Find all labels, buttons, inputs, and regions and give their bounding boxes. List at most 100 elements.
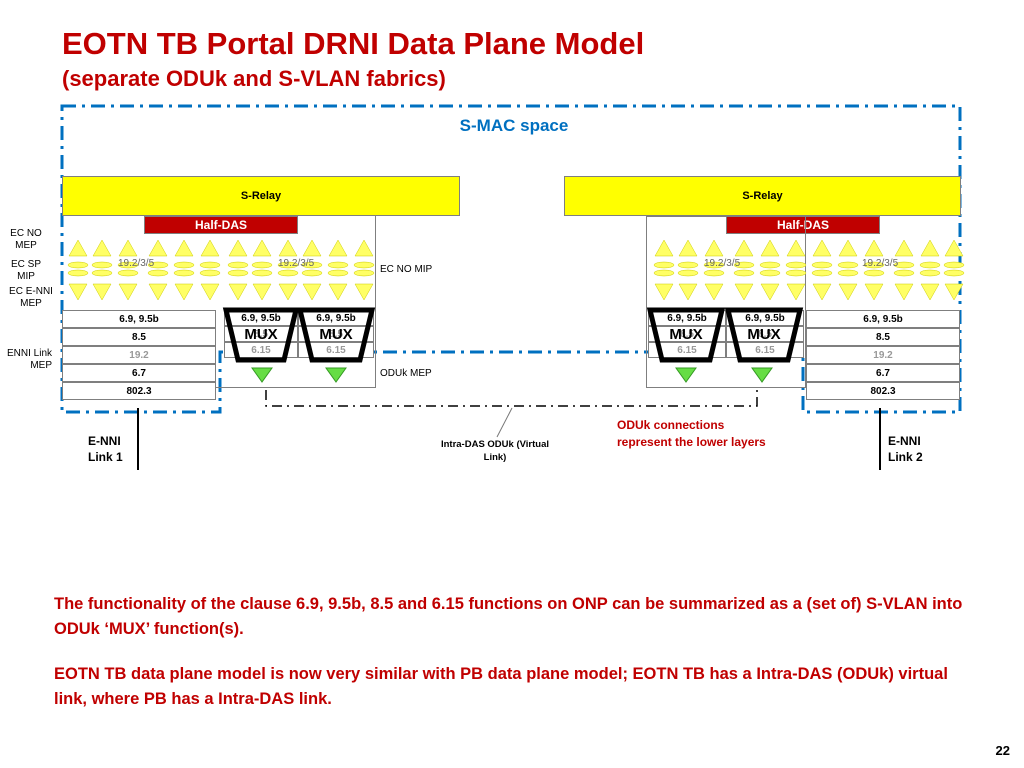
enni-left-row-1: 6.9, 9.5b bbox=[62, 310, 216, 328]
label-oduk-mep: ODUk MEP bbox=[380, 368, 432, 379]
mux-stack-4: 6.9, 9.5b 8.5 6.15 bbox=[726, 310, 804, 358]
ec-sp-mip-ellipse bbox=[91, 269, 113, 277]
ec-sp-mip-ellipse bbox=[703, 269, 725, 277]
mux-shape-1 bbox=[222, 307, 300, 363]
ec-sp-mip-ellipse bbox=[117, 261, 139, 269]
page-subtitle: (separate ODUk and S-VLAN fabrics) bbox=[62, 66, 446, 91]
ec-enni-mep-triangle bbox=[760, 283, 780, 301]
mux-stack-2: 6.9, 9.5b 8.5 6.15 bbox=[298, 310, 374, 358]
ec-enni-mep-triangle bbox=[864, 283, 884, 301]
ec-no-mep-triangle bbox=[760, 239, 780, 257]
ec-enni-mep-triangle bbox=[786, 283, 806, 301]
enni-left-row-5: 802.3 bbox=[62, 382, 216, 400]
ec-sp-mip-ellipse bbox=[227, 261, 249, 269]
ec-no-mep-triangle bbox=[920, 239, 940, 257]
ec-enni-mep-triangle bbox=[678, 283, 698, 301]
ec-sp-mip-ellipse bbox=[173, 261, 195, 269]
ec-sp-mip-ellipse bbox=[837, 261, 859, 269]
ec-enni-mep-triangle bbox=[92, 283, 112, 301]
enni-right-row-4: 6.7 bbox=[806, 364, 960, 382]
s-relay-left: S-Relay bbox=[62, 176, 460, 216]
ec-enni-mep-triangle bbox=[228, 283, 248, 301]
enni-right-row-1: 6.9, 9.5b bbox=[806, 310, 960, 328]
ec-sp-mip-ellipse bbox=[327, 269, 349, 277]
mux-stack-1: 6.9, 9.5b 8.5 6.15 bbox=[224, 310, 298, 358]
enni-right-row-5: 802.3 bbox=[806, 382, 960, 400]
ec-enni-mep-triangle bbox=[252, 283, 272, 301]
ec-no-mep-triangle bbox=[68, 239, 88, 257]
smac-space-label: S-MAC space bbox=[459, 116, 569, 135]
ec-enni-mep-triangle bbox=[302, 283, 322, 301]
ec-no-mep-triangle bbox=[252, 239, 272, 257]
ec-no-mep-triangle bbox=[944, 239, 964, 257]
left-node-outline bbox=[62, 216, 376, 388]
half-das-left-label: Half-DAS bbox=[194, 218, 247, 232]
ec-sp-mip-ellipse bbox=[863, 269, 885, 277]
ec-no-mep-triangle bbox=[278, 239, 298, 257]
ec-enni-mep-triangle bbox=[920, 283, 940, 301]
ec-enni-mep-triangle bbox=[812, 283, 832, 301]
ec-sp-mip-ellipse bbox=[653, 261, 675, 269]
ec-no-mep-triangle bbox=[654, 239, 674, 257]
ec-sp-mip-ellipse bbox=[677, 261, 699, 269]
ec-sp-mip-ellipse bbox=[301, 269, 323, 277]
ec-sp-mip-ellipse bbox=[837, 269, 859, 277]
ec-sp-mip-ellipse bbox=[759, 261, 781, 269]
enni-left-row-3: 19.2 bbox=[62, 346, 216, 364]
label-ec-sp-mip: EC SP MIP bbox=[10, 259, 41, 282]
ec-no-mep-triangle bbox=[148, 239, 168, 257]
ec-sp-mip-ellipse bbox=[733, 269, 755, 277]
ec-sp-mip-ellipse bbox=[117, 269, 139, 277]
ec-no-mep-triangle bbox=[838, 239, 858, 257]
intra-das-label: Intra-DAS ODUk (Virtual Link) bbox=[440, 439, 550, 463]
mux2-row-2: 8.5 bbox=[298, 326, 374, 342]
ec-sp-mip-ellipse bbox=[173, 269, 195, 277]
mux-stack-3: 6.9, 9.5b 8.5 6.15 bbox=[648, 310, 726, 358]
clause-overlay-3: 19.2/3/5 bbox=[704, 258, 741, 269]
ec-no-mep-triangle bbox=[678, 239, 698, 257]
ec-sp-mip-ellipse bbox=[919, 261, 941, 269]
clause-overlay-4: 19.2/3/5 bbox=[862, 258, 899, 269]
ec-no-mep-triangle bbox=[704, 239, 724, 257]
ec-no-mep-triangle bbox=[786, 239, 806, 257]
ec-no-mep-triangle bbox=[864, 239, 884, 257]
oduk-note: ODUk connections represent the lower lay… bbox=[617, 418, 766, 449]
ec-no-mep-triangle bbox=[92, 239, 112, 257]
body-paragraph-1: The functionality of the clause 6.9, 9.5… bbox=[54, 595, 963, 638]
ec-no-mep-triangle bbox=[302, 239, 322, 257]
label-ec-enni-mep: EC E-NNI MEP bbox=[9, 286, 53, 309]
ec-enni-mep-triangle bbox=[354, 283, 374, 301]
ec-sp-mip-ellipse bbox=[811, 269, 833, 277]
ec-enni-mep-triangle bbox=[894, 283, 914, 301]
ec-no-mep-triangle bbox=[228, 239, 248, 257]
mux4-row-2: 8.5 bbox=[726, 326, 804, 342]
ec-sp-mip-ellipse bbox=[251, 269, 273, 277]
clause-overlay-2: 19.2/3/5 bbox=[278, 258, 315, 269]
ec-sp-mip-ellipse bbox=[199, 269, 221, 277]
ec-sp-mip-ellipse bbox=[943, 269, 965, 277]
enni-right-row-2: 8.5 bbox=[806, 328, 960, 346]
ec-sp-mip-ellipse bbox=[893, 261, 915, 269]
ec-enni-mep-triangle bbox=[200, 283, 220, 301]
clause-overlay-1: 19.2/3/5 bbox=[118, 258, 155, 269]
ec-enni-mep-triangle bbox=[734, 283, 754, 301]
ec-enni-mep-triangle bbox=[944, 283, 964, 301]
mux-label-2: MUX bbox=[319, 326, 353, 343]
mux-label-3: MUX bbox=[669, 326, 703, 343]
label-ec-no-mip: EC NO MIP bbox=[380, 264, 433, 275]
ec-sp-mip-ellipse bbox=[353, 261, 375, 269]
mux-shape-2 bbox=[296, 307, 376, 363]
half-das-right-label: Half-DAS bbox=[776, 218, 829, 232]
ec-sp-mip-ellipse bbox=[811, 261, 833, 269]
ec-sp-mip-ellipse bbox=[353, 269, 375, 277]
label-enni-link-mep: ENNI Link MEP bbox=[6, 348, 52, 371]
enni-link-1-label: E-NNI Link 1 bbox=[88, 434, 123, 464]
ec-enni-mep-triangle bbox=[838, 283, 858, 301]
ec-sp-mip-ellipse bbox=[199, 261, 221, 269]
ec-sp-mip-ellipse bbox=[943, 261, 965, 269]
enni-link-2-label: E-NNI Link 2 bbox=[888, 434, 923, 464]
oduk-mep-triangle-3 bbox=[675, 367, 697, 383]
ec-no-mep-triangle bbox=[174, 239, 194, 257]
ec-no-mep-triangle bbox=[328, 239, 348, 257]
mux-label-4: MUX bbox=[747, 326, 781, 343]
